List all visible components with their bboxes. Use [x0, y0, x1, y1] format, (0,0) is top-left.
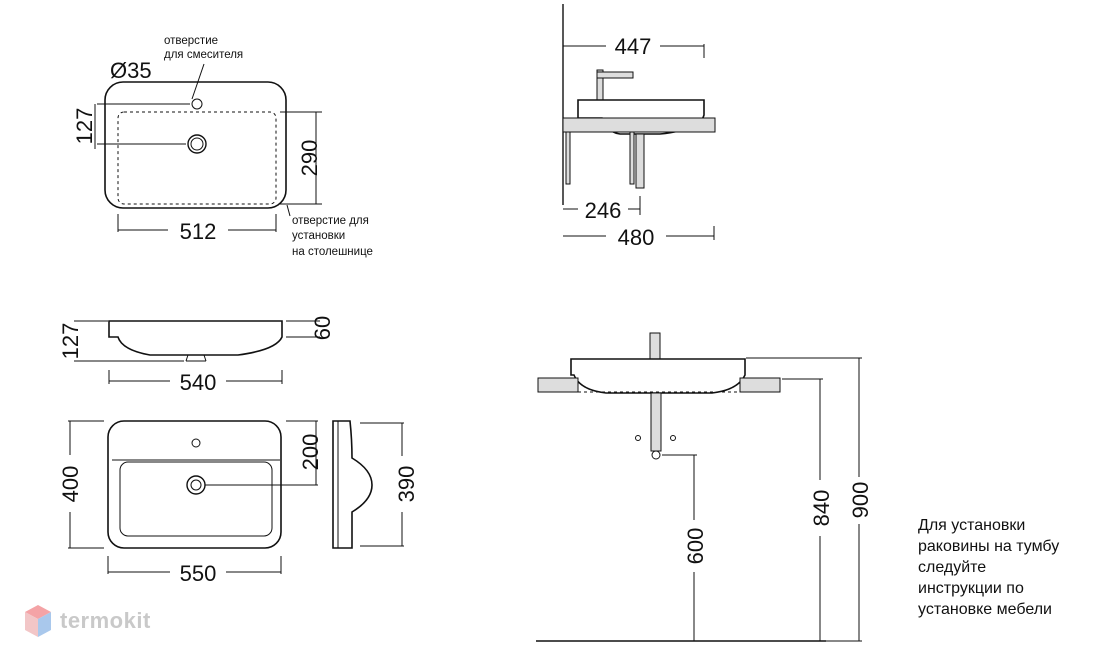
drain-profile-right — [203, 354, 207, 362]
top-view: Ø35 отверстие для смесителя отверстие дл… — [72, 35, 373, 258]
basin-bowl — [119, 461, 273, 537]
dim-label-840: 840 — [809, 490, 834, 527]
drain-profile-left — [185, 354, 189, 362]
dim-label-127-top: 127 — [72, 108, 97, 145]
basin-side-profile — [332, 420, 373, 549]
dim-label-127-profile: 127 — [58, 323, 83, 360]
note-counter-line2: установки — [292, 230, 345, 242]
note-counter-line3: на столешнице — [292, 246, 373, 258]
cabinet-side-right — [629, 131, 635, 185]
plan-drain-inner — [190, 479, 202, 491]
front-view: 600 840 900 — [536, 332, 873, 642]
leader-mixer-note — [191, 63, 205, 100]
front-tap — [649, 332, 661, 360]
tap-spout — [596, 71, 634, 79]
fixing-right — [670, 435, 676, 441]
front-siphon — [650, 392, 662, 452]
instruction-line: установке мебели — [918, 601, 1052, 618]
countertop-right — [739, 377, 781, 393]
siphon-pipe — [635, 133, 645, 189]
dim-label-512: 512 — [180, 219, 217, 244]
logo-text: termokit — [60, 608, 151, 633]
plan-view: 400 200 550 390 — [58, 420, 419, 586]
note-counter-line1: отверстие для — [292, 215, 369, 227]
leader-counter-note — [286, 204, 291, 217]
front-basin — [570, 358, 746, 394]
basin-profile — [108, 320, 283, 356]
dim-label-246: 246 — [585, 198, 622, 223]
logo-cube-icon — [25, 605, 51, 637]
countertop-left — [537, 377, 579, 393]
dim-label-550: 550 — [180, 561, 217, 586]
instruction-line: следуйте — [918, 559, 987, 576]
instruction-line: раковины на тумбу — [918, 538, 1060, 555]
installation-note: Для установки раковины на тумбу следуйте… — [918, 515, 1098, 620]
front-drain-outlet — [651, 450, 661, 460]
dim-label-390: 390 — [394, 466, 419, 503]
dim-label-290: 290 — [297, 140, 322, 177]
dim-label-447: 447 — [615, 34, 652, 59]
profile-view: 127 60 540 — [58, 316, 335, 395]
instruction-line: Для установки — [918, 517, 1026, 534]
cabinet-side-left — [565, 131, 571, 185]
note-mixer-line1: отверстие — [164, 35, 218, 47]
drain-outer — [187, 134, 207, 154]
dim-label-diameter: Ø35 — [110, 58, 152, 83]
dim-label-600: 600 — [683, 528, 708, 565]
fixing-left — [635, 435, 641, 441]
dim-label-60: 60 — [310, 316, 335, 340]
countertop — [562, 117, 716, 133]
dim-label-400: 400 — [58, 466, 83, 503]
termokit-logo: termokit — [24, 604, 151, 638]
drain-inner — [190, 137, 204, 151]
basin-outline — [104, 81, 287, 209]
mixer-hole — [191, 98, 203, 110]
dim-label-900: 900 — [848, 482, 873, 519]
countertop-cutout — [117, 111, 277, 205]
instruction-line: инструкции по — [918, 580, 1024, 597]
dim-label-200: 200 — [298, 434, 323, 471]
plan-mixer-hole — [191, 438, 201, 448]
note-mixer-line2: для смесителя — [164, 49, 243, 61]
dim-label-480: 480 — [618, 225, 655, 250]
side-cabinet-view: 447 246 480 — [562, 4, 716, 250]
dim-label-540: 540 — [180, 370, 217, 395]
